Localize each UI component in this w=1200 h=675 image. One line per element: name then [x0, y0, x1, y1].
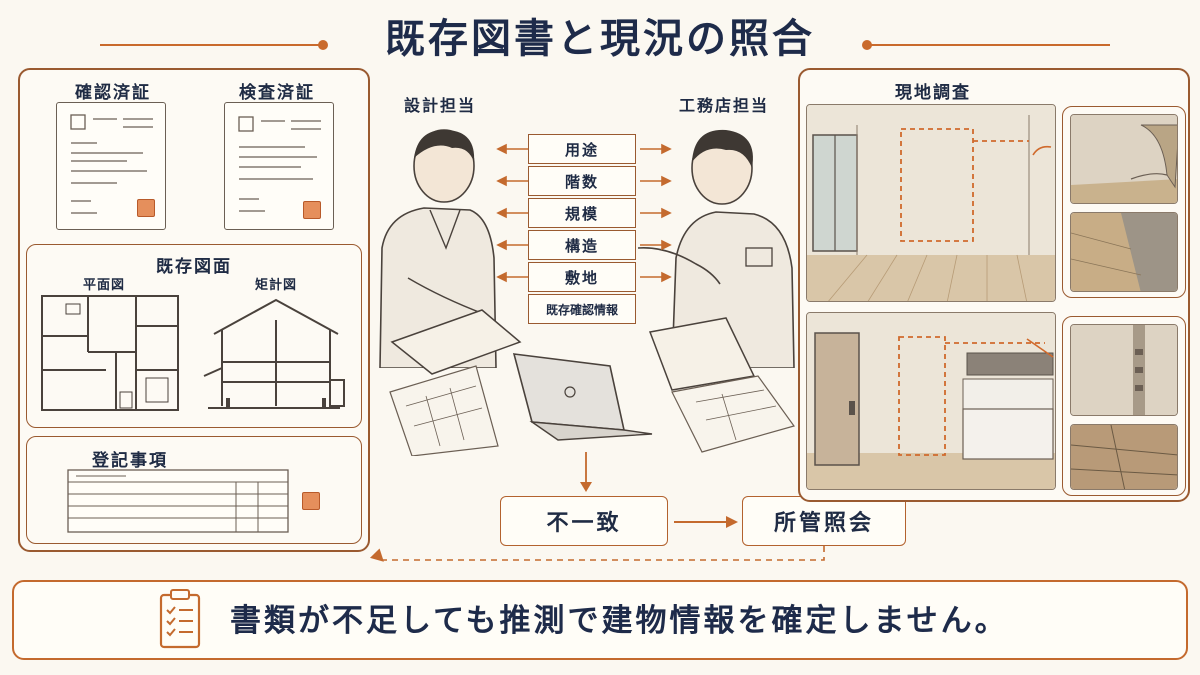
title-rule-left	[100, 44, 320, 46]
category-use: 用途	[528, 134, 636, 164]
title-dot-left	[318, 40, 328, 50]
title-rule-right	[870, 44, 1110, 46]
page-title: 既存図書と現況の照合	[385, 16, 815, 62]
category-site: 敷地	[528, 262, 636, 292]
category-floors: 階数	[528, 166, 636, 196]
down-arrow-icon	[580, 452, 592, 492]
right-arrow-icon	[674, 516, 738, 528]
detail-photo-floor-crack	[1070, 424, 1178, 490]
registry-table-drawing	[67, 469, 289, 533]
section-drawing-label: 矩計図	[254, 278, 297, 293]
jurisdiction-inquiry-box: 所管照会	[742, 496, 906, 546]
room-photo-living	[806, 104, 1056, 302]
laptop-icon	[512, 353, 653, 441]
confirmation-certificate-label: 確認済証	[75, 83, 151, 103]
designer-label: 設計担当	[403, 96, 476, 115]
contractor-label: 工務店担当	[678, 96, 769, 115]
site-survey-heading: 現地調査	[895, 83, 971, 103]
floor-plan-drawing	[41, 295, 179, 411]
confirmation-certificate-document	[56, 102, 166, 230]
document-lines-icon	[70, 114, 153, 214]
seal-stamp-icon	[303, 201, 321, 219]
tablet-and-blueprint	[648, 317, 795, 453]
inspection-certificate-document	[224, 102, 334, 230]
mismatch-box: 不一致	[500, 496, 668, 546]
document-lines-icon	[238, 116, 321, 212]
detail-photo-floor-gap	[1070, 212, 1178, 292]
registry-seal-icon	[302, 492, 320, 510]
notepad-and-blueprint	[389, 309, 522, 456]
category-structure: 構造	[528, 230, 636, 260]
category-scale: 規模	[528, 198, 636, 228]
seal-stamp-icon	[137, 199, 155, 217]
dashed-return-arrow	[369, 546, 825, 562]
clipboard-checklist-icon	[159, 589, 201, 649]
section-drawing	[203, 298, 345, 409]
detail-photo-peeling-wallpaper	[1070, 114, 1178, 204]
existing-drawings-heading: 既存図面	[156, 257, 232, 277]
detail-photo-wall-crack	[1070, 324, 1178, 416]
category-existing-confirmation: 既存確認情報	[528, 294, 636, 324]
registry-heading: 登記事項	[92, 451, 168, 471]
category-arrows	[496, 143, 672, 283]
title-dot-right	[862, 40, 872, 50]
inspection-certificate-label: 検査済証	[239, 83, 315, 103]
room-photo-kitchen	[806, 312, 1056, 490]
floor-plan-label: 平面図	[82, 278, 125, 293]
policy-banner	[12, 580, 1188, 660]
policy-message: 書類が不足しても推測で建物情報を確定しません。	[230, 603, 1009, 639]
